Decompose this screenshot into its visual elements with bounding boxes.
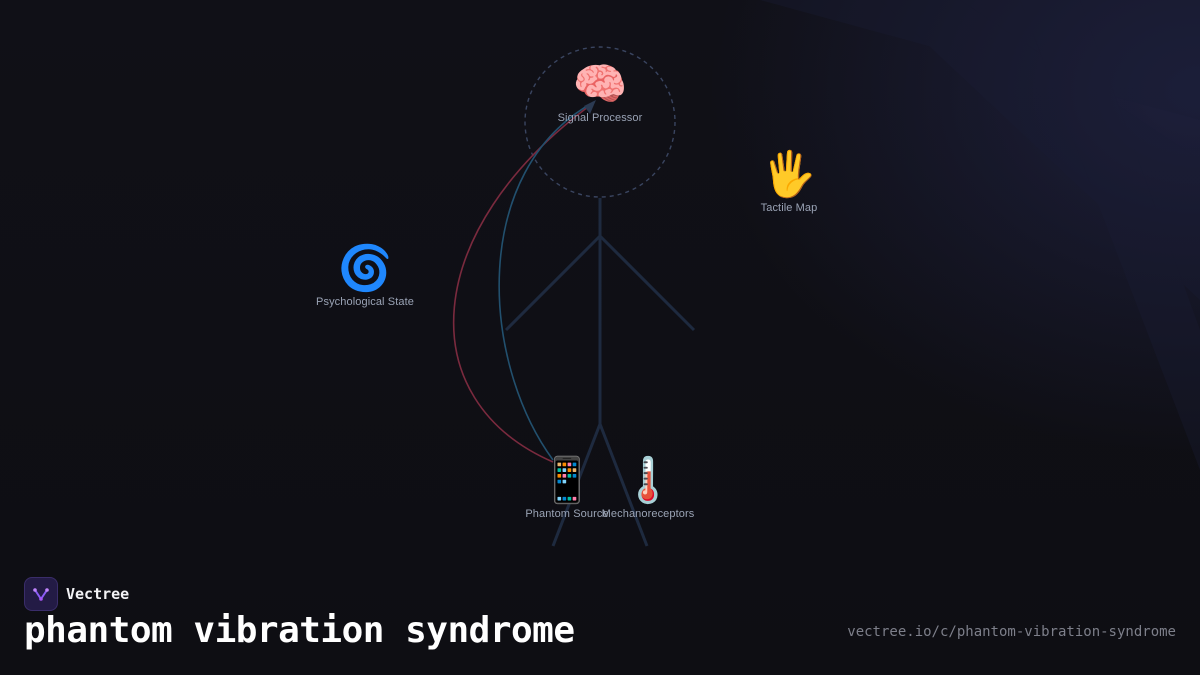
figure-right-arm — [598, 234, 696, 332]
node-signal-processor[interactable]: 🧠 Signal Processor — [558, 60, 643, 124]
page-title: phantom vibration syndrome — [24, 610, 575, 651]
brain-icon: 🧠 — [572, 60, 628, 109]
figure-left-arm — [504, 234, 602, 332]
connector-phantom-source-to-signal-processor-blue — [498, 101, 595, 461]
cyclone-icon: 🌀 — [337, 244, 393, 293]
node-psychological-state[interactable]: 🌀 Psychological State — [316, 244, 414, 308]
node-label: Phantom Source — [525, 508, 609, 520]
node-phantom-source[interactable]: 📱 Phantom Source — [525, 456, 608, 520]
node-label: Tactile Map — [760, 202, 818, 214]
node-label: Psychological State — [316, 296, 414, 308]
brand-name: Vectree — [66, 585, 130, 603]
connector-phantom-source-to-signal-processor-red — [452, 103, 593, 463]
node-label: Mechanoreceptors — [601, 508, 695, 520]
node-mechanoreceptors[interactable]: 🌡️ Mechanoreceptors — [602, 456, 695, 520]
head-ring — [524, 46, 676, 198]
figure-left-leg — [551, 423, 602, 547]
node-label: Signal Processor — [557, 112, 643, 124]
figure-right-leg — [598, 423, 649, 547]
mobile-phone-icon: 📱 — [539, 456, 595, 505]
connector-arrowhead — [584, 100, 596, 114]
vectree-logo-icon — [24, 577, 58, 611]
page-url[interactable]: vectree.io/c/phantom-vibration-syndrome — [847, 624, 1176, 640]
node-tactile-map[interactable]: 🖐️ Tactile Map — [761, 150, 818, 214]
thermometer-icon: 🌡️ — [620, 456, 676, 505]
brand[interactable]: Vectree — [24, 577, 129, 611]
raised-hand-icon: 🖐️ — [761, 150, 817, 199]
